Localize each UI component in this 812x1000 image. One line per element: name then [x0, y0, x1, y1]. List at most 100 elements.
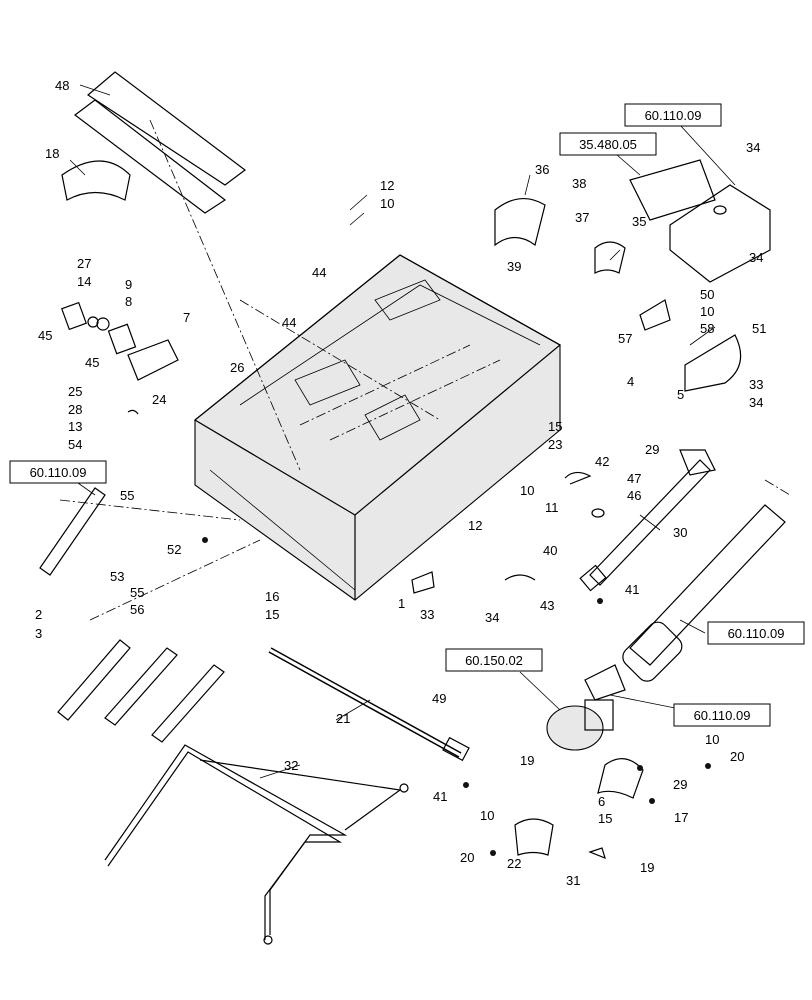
callout-25: 25: [68, 384, 82, 399]
callout-30: 30: [673, 525, 687, 540]
plate-51: [684, 334, 742, 392]
callout-5: 5: [677, 387, 684, 402]
callout-34b: 34: [749, 250, 763, 265]
callout-17: 17: [674, 810, 688, 825]
callout-42: 42: [595, 454, 609, 469]
callout-40: 40: [543, 543, 557, 558]
callout-26: 26: [230, 360, 244, 375]
tube-30: [579, 449, 716, 592]
callout-9: 9: [125, 277, 132, 292]
callout-11: 11: [545, 500, 559, 515]
callout-47: 47: [627, 471, 641, 486]
callout-10a: 10: [380, 196, 394, 211]
callout-24: 24: [152, 392, 166, 407]
callout-35: 35: [632, 214, 646, 229]
plate-1: [411, 571, 435, 594]
callout-22: 22: [507, 856, 521, 871]
callout-labels: 48 18 27 14 9 8 7 45 45 26 25 24 28 13 5…: [35, 78, 766, 888]
bracket-parts: [61, 301, 179, 381]
callout-29a: 29: [645, 442, 659, 457]
callout-49: 49: [432, 691, 446, 706]
callout-48: 48: [55, 78, 69, 93]
callout-12a: 12: [380, 178, 394, 193]
callout-23: 23: [548, 437, 562, 452]
callout-10e: 10: [480, 808, 494, 823]
callout-31: 31: [566, 873, 580, 888]
callout-33a: 33: [749, 377, 763, 392]
callout-18: 18: [45, 146, 59, 161]
callout-56: 56: [130, 602, 144, 617]
fasteners: [202, 537, 711, 856]
callout-10d: 10: [705, 732, 719, 747]
callout-44a: 44: [312, 265, 326, 280]
cylinder-right: [622, 479, 791, 682]
callout-14: 14: [77, 274, 91, 289]
plate-57: [639, 299, 671, 331]
svg-text:60.110.09: 60.110.09: [30, 465, 87, 480]
callout-45a: 45: [38, 328, 52, 343]
motor-6: [597, 758, 644, 799]
callout-45b: 45: [85, 355, 99, 370]
callout-19a: 19: [520, 753, 534, 768]
callout-6: 6: [598, 794, 605, 809]
callout-39: 39: [507, 259, 521, 274]
callout-34a: 34: [746, 140, 760, 155]
callout-52: 52: [167, 542, 181, 557]
shield-22: [514, 818, 554, 856]
callout-10b: 10: [700, 304, 714, 319]
callout-4: 4: [627, 374, 634, 389]
callout-44b: 44: [282, 315, 296, 330]
callout-55a: 55: [120, 488, 134, 503]
callout-15c: 15: [598, 811, 612, 826]
callout-51: 51: [752, 321, 766, 336]
callout-27: 27: [77, 256, 91, 271]
callout-50: 50: [700, 287, 714, 302]
callout-55b: 55: [130, 585, 144, 600]
callout-37: 37: [575, 210, 589, 225]
guard-36: [494, 198, 546, 247]
callout-16: 16: [265, 589, 279, 604]
svg-text:60.150.02: 60.150.02: [465, 653, 523, 668]
hook-42: [564, 471, 592, 485]
callout-38: 38: [572, 176, 586, 191]
main-frame: [193, 254, 562, 601]
svg-text:60.110.09: 60.110.09: [728, 626, 785, 641]
callout-12b: 12: [468, 518, 482, 533]
guard-35: [594, 241, 626, 274]
callout-21: 21: [336, 711, 350, 726]
callout-36: 36: [535, 162, 549, 177]
callout-15b: 15: [265, 607, 279, 622]
shield-part-18: [61, 160, 131, 201]
tank-assembly: [629, 159, 771, 283]
callout-46: 46: [627, 488, 641, 503]
ref-box-6[interactable]: 60.110.09: [673, 703, 771, 727]
svg-text:60.110.09: 60.110.09: [694, 708, 751, 723]
callout-58: 58: [700, 321, 714, 336]
callout-13: 13: [68, 419, 82, 434]
callout-33b: 33: [420, 607, 434, 622]
ref-box-2[interactable]: 35.480.05: [559, 132, 657, 156]
callout-34d: 34: [485, 610, 499, 625]
ref-box-1[interactable]: 60.110.09: [624, 103, 722, 127]
callout-3: 3: [35, 626, 42, 641]
bar-43: [504, 574, 536, 581]
left-chain-guides: [39, 487, 261, 743]
callout-7: 7: [183, 310, 190, 325]
ref-box-4[interactable]: 60.110.09: [707, 621, 805, 645]
ref-box-3[interactable]: 60.110.09: [9, 460, 107, 484]
clip-31: [588, 847, 606, 860]
callout-54: 54: [68, 437, 82, 452]
callout-1: 1: [398, 596, 405, 611]
callout-19b: 19: [640, 860, 654, 875]
callout-20a: 20: [730, 749, 744, 764]
frame-32: [104, 744, 409, 945]
svg-text:35.480.05: 35.480.05: [579, 137, 637, 152]
callout-41b: 41: [433, 789, 447, 804]
callout-28: 28: [68, 402, 82, 417]
callout-10c: 10: [520, 483, 534, 498]
callout-43: 43: [540, 598, 554, 613]
ref-box-5[interactable]: 60.150.02: [445, 648, 543, 672]
ring-46: [591, 508, 605, 518]
callout-29b: 29: [673, 777, 687, 792]
